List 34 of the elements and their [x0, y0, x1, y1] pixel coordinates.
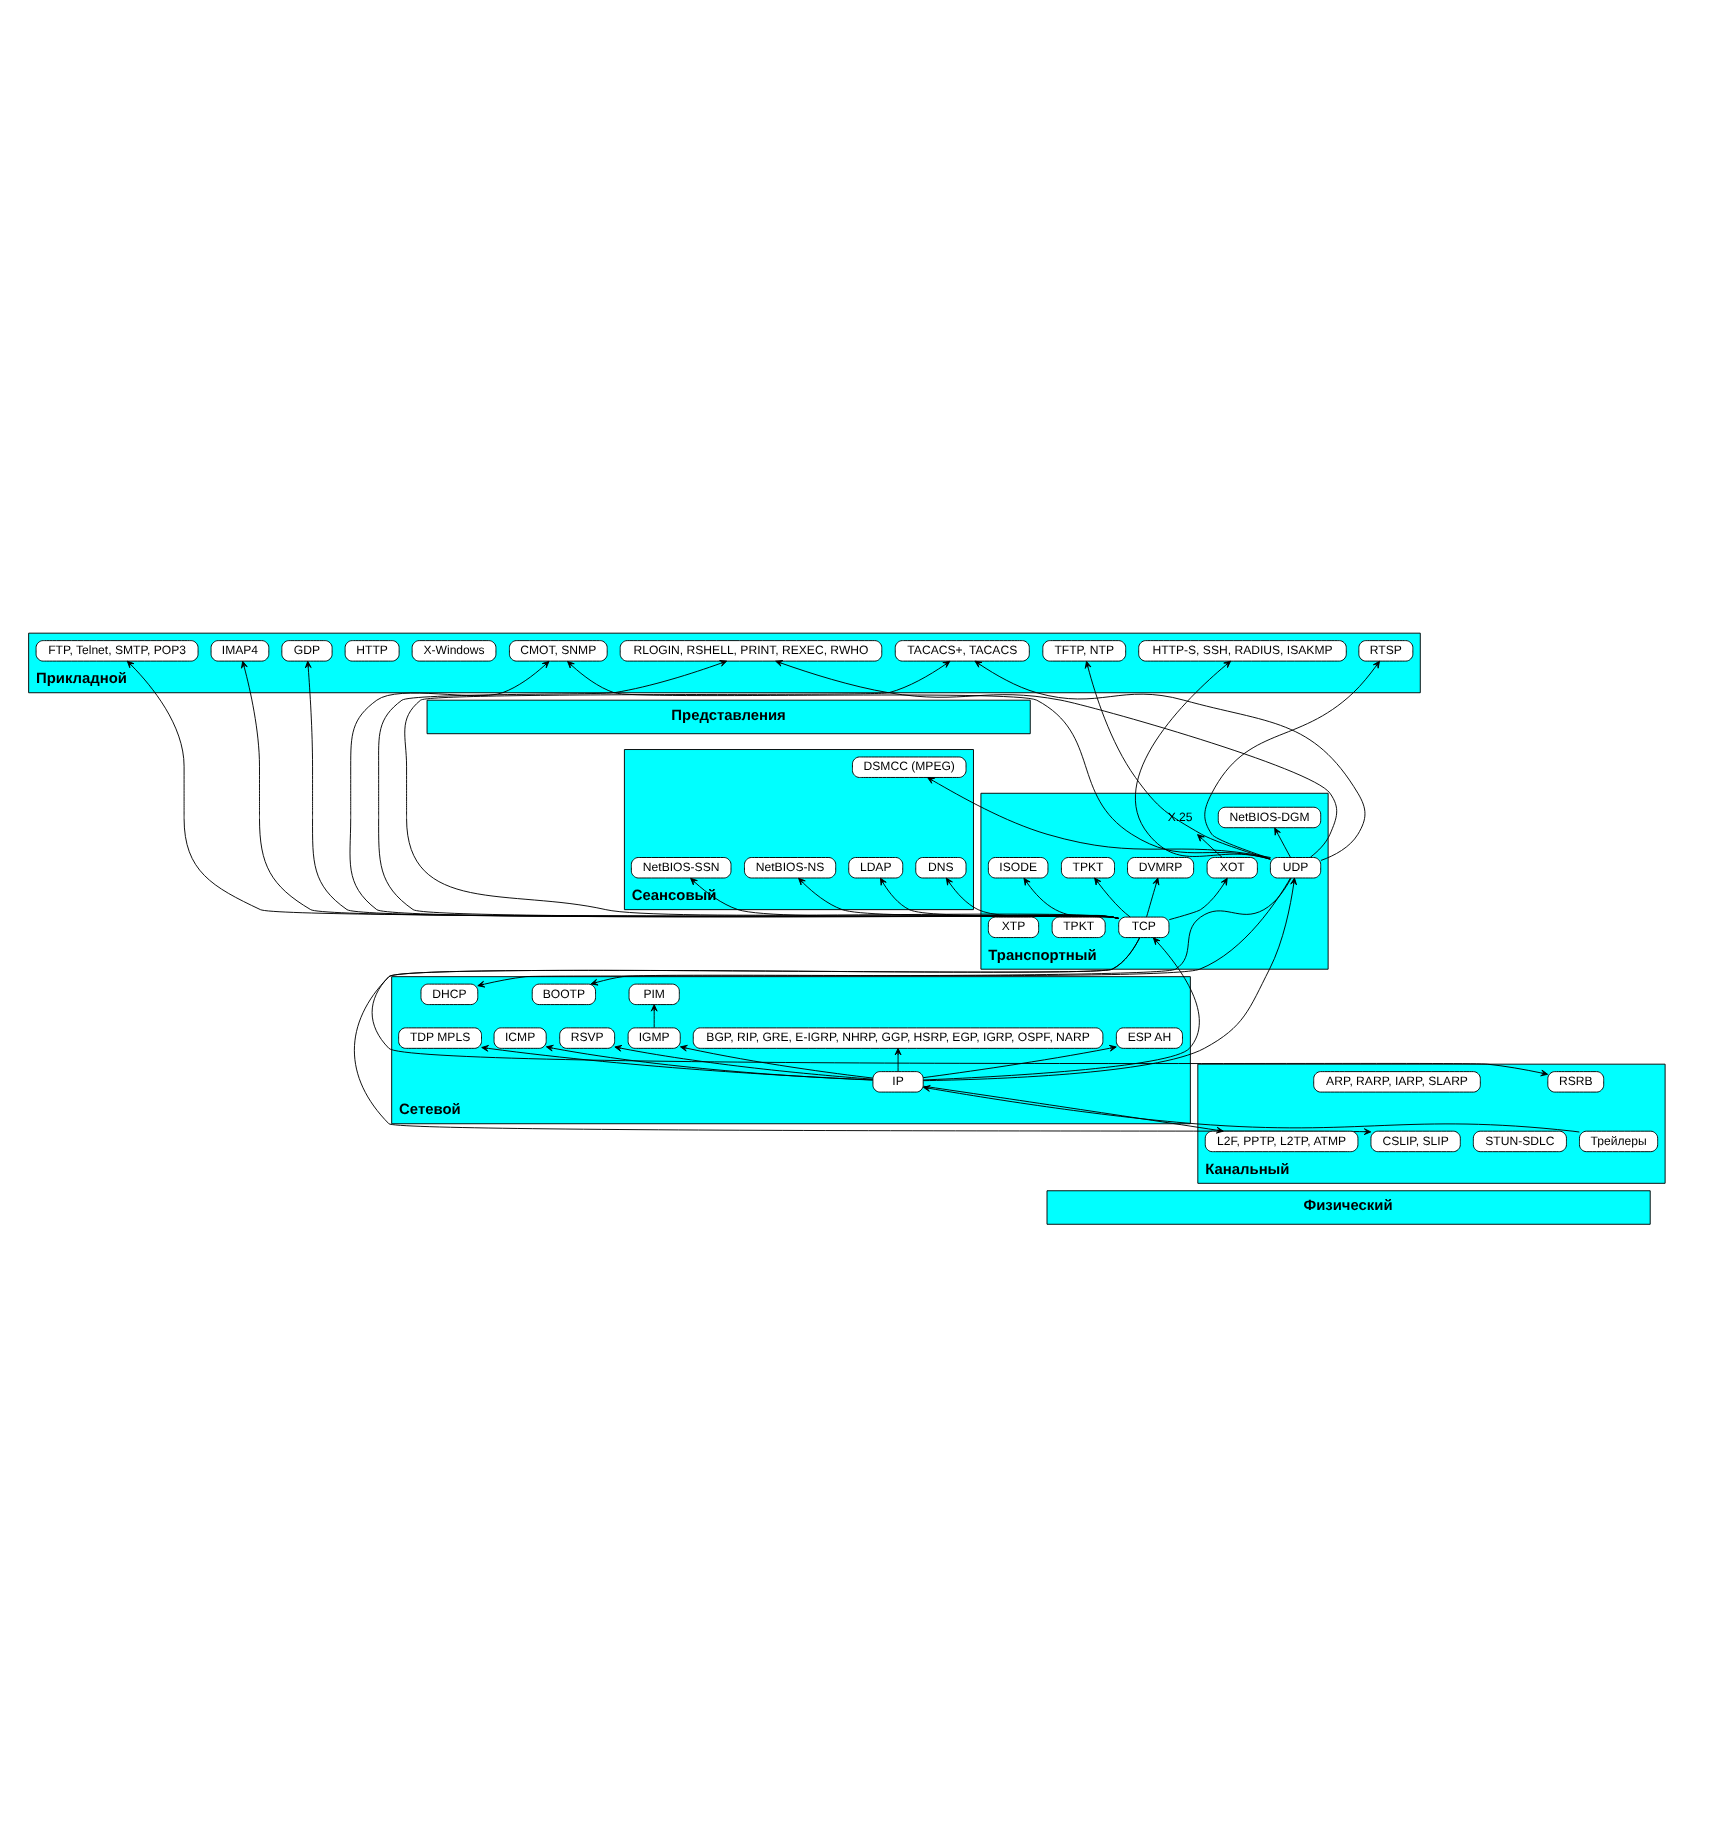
arrow [922, 876, 1297, 1081]
arrow [567, 659, 1271, 859]
arrow [477, 876, 1292, 987]
arrow [1135, 659, 1271, 859]
arrow [650, 1003, 658, 1027]
arrow [879, 876, 1119, 918]
arrow [798, 876, 1119, 918]
arrow [922, 1084, 1224, 1133]
arrow [614, 1043, 874, 1079]
arrow [690, 876, 1119, 918]
arrow [775, 659, 1338, 857]
node-box: Физический [1046, 1189, 1651, 1224]
arrow [927, 776, 1272, 858]
arrow [545, 1043, 874, 1080]
arrow [1146, 876, 1160, 917]
arrow [481, 1044, 874, 1080]
arrow [353, 936, 1372, 1135]
arrow [1168, 876, 1228, 920]
node-box: Представления [426, 698, 1031, 734]
arrow [1094, 876, 1131, 917]
arrow [922, 1084, 1580, 1132]
arrow [1023, 876, 1119, 918]
arrow [974, 659, 1366, 860]
arrow [1274, 826, 1291, 857]
arrow [922, 1043, 1117, 1078]
arrow [371, 936, 1549, 1076]
arrow [945, 876, 1119, 918]
arrow [679, 1043, 874, 1078]
arrow [922, 936, 1200, 1080]
arrow [1204, 659, 1380, 858]
arrow [1197, 833, 1223, 857]
arrow [590, 876, 1291, 985]
arrow [1084, 659, 1271, 859]
arrow [894, 1046, 902, 1071]
